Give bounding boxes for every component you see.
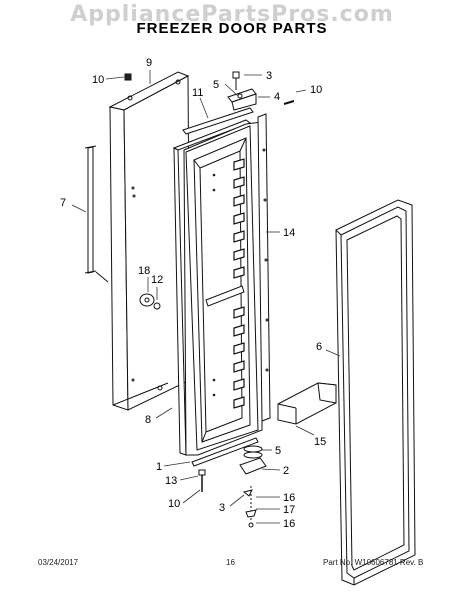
callout-16-upper: 16	[283, 492, 295, 504]
footer-date: 03/24/2017	[38, 558, 79, 567]
callout-7: 7	[60, 197, 66, 209]
part-3-16-17-bottom-screws	[242, 486, 257, 528]
callout-10-top-left: 10	[92, 74, 104, 86]
part-4-5-top-hinge	[227, 71, 257, 111]
part-18-12-hinge-bracket	[139, 293, 161, 310]
callout-10-top-right: 10	[310, 84, 322, 96]
callout-3-top: 3	[266, 70, 272, 82]
callout-10-bottom: 10	[168, 498, 180, 510]
callout-1: 1	[156, 461, 162, 473]
part-6-door-gasket	[335, 199, 416, 586]
callout-15: 15	[314, 436, 326, 448]
part-14-side-trim	[257, 113, 271, 422]
part-15-door-bin	[277, 382, 337, 425]
leader-lines	[71, 70, 341, 524]
part-5-2-bottom-hinge	[239, 445, 267, 475]
watermark: AppliancePartsPros.com	[70, 2, 394, 27]
callout-5-bottom: 5	[275, 445, 281, 457]
callout-3-bottom: 3	[219, 502, 225, 514]
callout-14: 14	[283, 227, 295, 239]
screws	[124, 73, 295, 492]
door-liner-main	[183, 121, 263, 456]
part-7-handle-bar	[84, 145, 109, 283]
callout-2: 2	[283, 465, 289, 477]
footer-page-number: 16	[226, 558, 235, 567]
callout-8: 8	[145, 414, 151, 426]
part-11-top-cap	[182, 107, 254, 135]
callout-12: 12	[151, 274, 163, 286]
footer-part-number: Part No. W10606781 Rev. B	[323, 558, 424, 567]
callout-6: 6	[316, 341, 322, 353]
part-9-door-panel	[108, 71, 191, 411]
callout-11: 11	[192, 87, 203, 99]
callout-4: 4	[274, 91, 280, 103]
callout-5-top: 5	[213, 79, 219, 91]
callout-17: 17	[283, 504, 295, 516]
callout-18: 18	[138, 265, 150, 277]
callout-13: 13	[165, 475, 177, 487]
part-13-bottom-cap	[191, 437, 259, 467]
page-title: FREEZER DOOR PARTS	[136, 20, 328, 37]
callout-16-lower: 16	[283, 518, 295, 530]
callout-9: 9	[146, 57, 152, 69]
